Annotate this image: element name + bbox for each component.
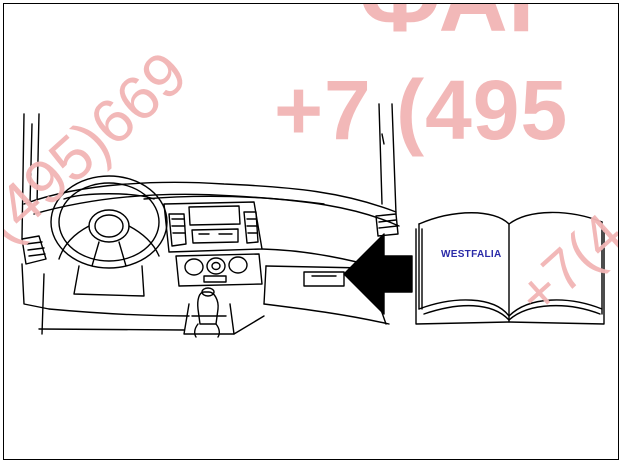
- gear-shifter: [183, 287, 235, 338]
- manual-brand-label: WESTFALIA: [441, 249, 502, 260]
- left-vent: [21, 235, 50, 310]
- center-console: [163, 201, 263, 253]
- windshield-frame: [21, 103, 397, 240]
- book-icon: [415, 211, 605, 325]
- diagram-frame: WESTFALIA ФАГ +7 (495 (495)669 +7(4: [3, 3, 619, 460]
- right-vent: [375, 213, 399, 237]
- steering-column: [38, 265, 190, 335]
- dashboard-illustration: [21, 103, 605, 338]
- dashboard-top: [23, 181, 400, 227]
- steering-wheel: [50, 175, 168, 269]
- climate-controls: [175, 253, 263, 287]
- arrow-icon: [343, 233, 413, 315]
